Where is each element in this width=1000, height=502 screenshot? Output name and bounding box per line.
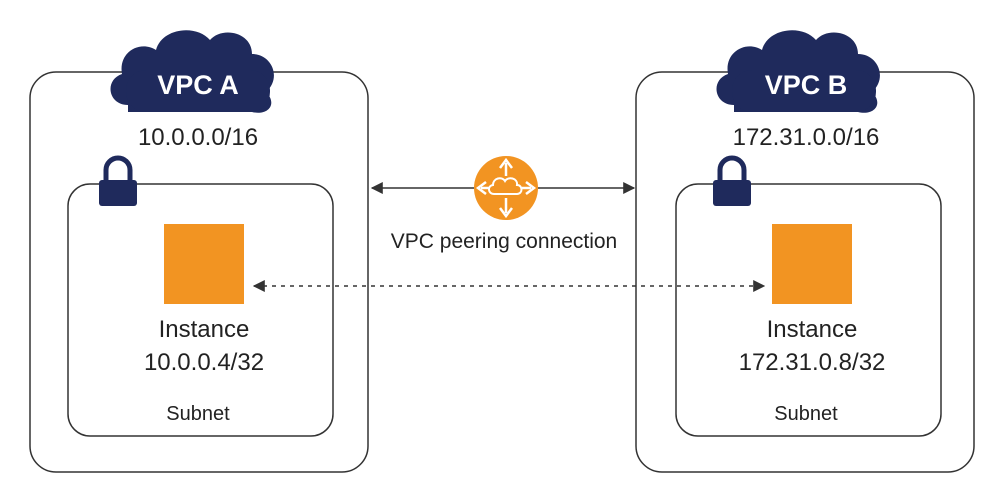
vpc-b-name: VPC B (765, 70, 848, 100)
vpc-a-cidr: 10.0.0.0/16 (138, 124, 258, 151)
vpc-b-instance-icon (772, 224, 852, 304)
vpc-a-lock-icon (99, 155, 137, 206)
peering-connection: VPC peering connection (370, 156, 636, 253)
vpc-a-name: VPC A (157, 70, 239, 100)
vpc-b-cloud-icon (716, 30, 880, 113)
vpc-b-instance-label: Instance (767, 316, 858, 343)
vpc-b: VPC B 172.31.0.0/16 Instance 172.31.0.8/… (635, 30, 975, 473)
vpc-a-subnet (67, 183, 334, 437)
vpc-a-instance-label: Instance (159, 316, 250, 343)
vpc-a: VPC A 10.0.0.0/16 Instance 10.0.0.4/32 S… (29, 30, 369, 473)
router-icon (474, 156, 538, 220)
peering-label: VPC peering connection (391, 230, 617, 253)
vpc-b-subnet-label: Subnet (774, 403, 838, 425)
vpc-b-instance-ip: 172.31.0.8/32 (739, 349, 886, 376)
vpc-a-instance-ip: 10.0.0.4/32 (144, 349, 264, 376)
vpc-a-cloud-icon (110, 30, 274, 113)
vpc-b-cidr: 172.31.0.0/16 (733, 124, 880, 151)
vpc-b-lock-icon (713, 155, 751, 206)
vpc-a-instance-icon (164, 224, 244, 304)
vpc-b-subnet (675, 183, 942, 437)
vpc-a-subnet-label: Subnet (166, 403, 230, 425)
